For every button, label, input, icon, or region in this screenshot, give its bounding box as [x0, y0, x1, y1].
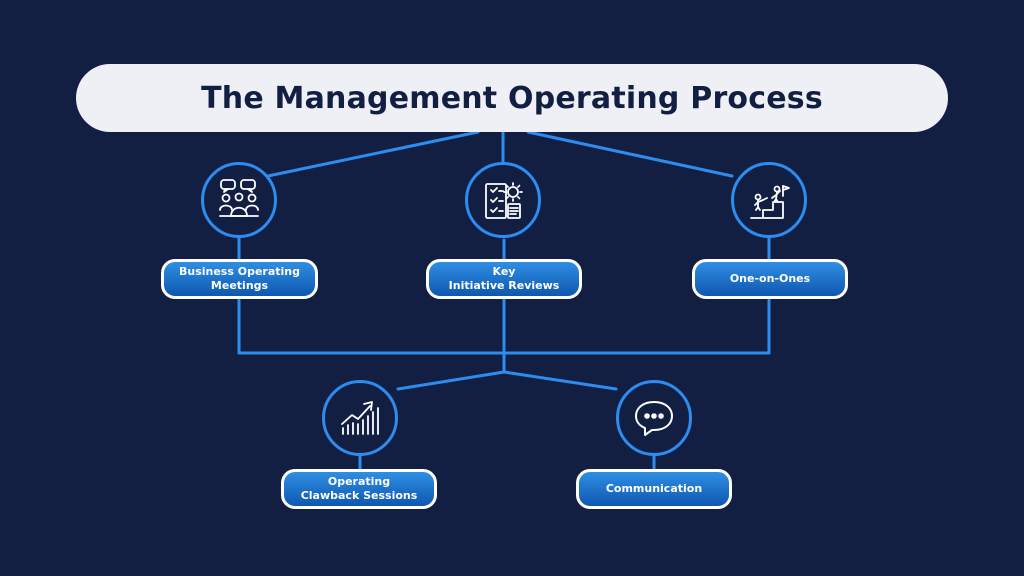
- stair-climb-mentoring-icon: [750, 185, 790, 219]
- node-4-pill: Operating Clawback Sessions: [281, 469, 437, 509]
- node-4-label-line1: Operating: [327, 475, 391, 488]
- node-2-label-line2: Initiative Reviews: [448, 279, 560, 292]
- node-2-icon-circle: [465, 162, 541, 238]
- node-2-pill: Key Initiative Reviews: [426, 259, 582, 299]
- page-title: The Management Operating Process: [201, 80, 823, 116]
- node-3-label-line1: One-on-Ones: [729, 272, 811, 285]
- connector-title-to-node-3: [526, 130, 734, 178]
- node-5-label-line1: Communication: [605, 482, 703, 495]
- node-1-label-line2: Meetings: [210, 279, 269, 292]
- connector-fork-right: [502, 370, 618, 391]
- meeting-people-icon: [219, 179, 259, 217]
- node-4-label-line2: Clawback Sessions: [300, 489, 418, 502]
- node-2-label-line1: Key: [492, 265, 516, 278]
- node-5-icon-circle: [616, 380, 692, 456]
- connector-title-to-node-1: [266, 130, 480, 178]
- checklist-gear-icon: [485, 182, 523, 219]
- node-1-label-line1: Business Operating: [178, 265, 301, 278]
- node-4-icon-circle: [322, 380, 398, 456]
- node-5-pill: Communication: [576, 469, 732, 509]
- title-bar: The Management Operating Process: [76, 64, 948, 132]
- node-1-pill: Business Operating Meetings: [161, 259, 318, 299]
- node-3-pill: One-on-Ones: [692, 259, 848, 299]
- node-1-icon-circle: [201, 162, 277, 238]
- chat-bubble-icon: [635, 401, 673, 436]
- connector-fork-left: [396, 370, 506, 391]
- node-3-icon-circle: [731, 162, 807, 238]
- growth-bar-chart-icon: [341, 401, 379, 435]
